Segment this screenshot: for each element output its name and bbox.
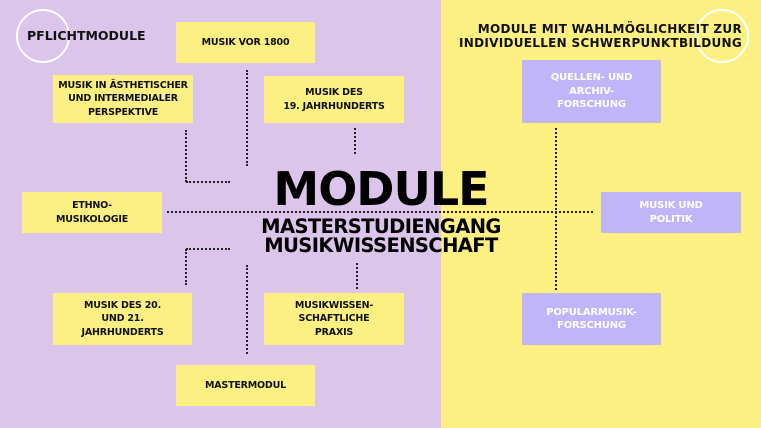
module-musikwissenschaftliche-praxis[interactable]: MUSIKWISSEN- SCHAFTLICHE PRAXIS <box>264 293 404 345</box>
elective-label-line2: INDIVIDUELLEN SCHWERPUNKTBILDUNG <box>459 36 742 50</box>
connector-line <box>185 249 187 285</box>
connector-line <box>186 248 230 250</box>
decorative-circle-left <box>16 9 70 63</box>
connector-line <box>246 70 248 166</box>
connector-line <box>354 128 356 154</box>
connector-line <box>246 265 248 354</box>
module-aesthetische-perspektive[interactable]: MUSIK IN ÄSTHETISCHER UND INTERMEDIALER … <box>53 75 193 123</box>
connector-line <box>555 128 557 290</box>
module-mastermodul[interactable]: MASTERMODUL <box>176 365 315 406</box>
module-musik-vor-1800[interactable]: MUSIK VOR 1800 <box>176 22 315 63</box>
main-title: MODULE <box>273 162 489 216</box>
connector-line <box>185 130 187 182</box>
module-19-jahrhundert[interactable]: MUSIK DES 19. JAHRHUNDERTS <box>264 76 404 123</box>
module-popularmusikforschung[interactable]: POPULARMUSIK- FORSCHUNG <box>522 293 661 345</box>
module-quellen-archivforschung[interactable]: QUELLEN- UND ARCHIV- FORSCHUNG <box>522 60 661 123</box>
connector-line <box>167 211 593 213</box>
module-ethnomusikologie[interactable]: ETHNO- MUSIKOLOGIE <box>22 192 162 233</box>
mandatory-section-label: PFLICHTMODULE <box>27 28 146 43</box>
module-musik-und-politik[interactable]: MUSIK UND POLITIK <box>601 192 741 233</box>
connector-line <box>356 263 358 289</box>
subtitle-line1: MASTERSTUDIENGANG <box>261 215 501 238</box>
elective-section-label: MODULE MIT WAHLMÖGLICHKEIT ZUR INDIVIDUE… <box>452 22 742 50</box>
subtitle-line2: MUSIKWISSENSCHAFT <box>264 234 498 257</box>
module-20-21-jahrhundert[interactable]: MUSIK DES 20. UND 21. JAHRHUNDERTS <box>53 293 192 345</box>
connector-line <box>186 181 230 183</box>
decorative-circle-right <box>695 9 749 63</box>
elective-label-line1: MODULE MIT WAHLMÖGLICHKEIT ZUR <box>477 22 742 36</box>
